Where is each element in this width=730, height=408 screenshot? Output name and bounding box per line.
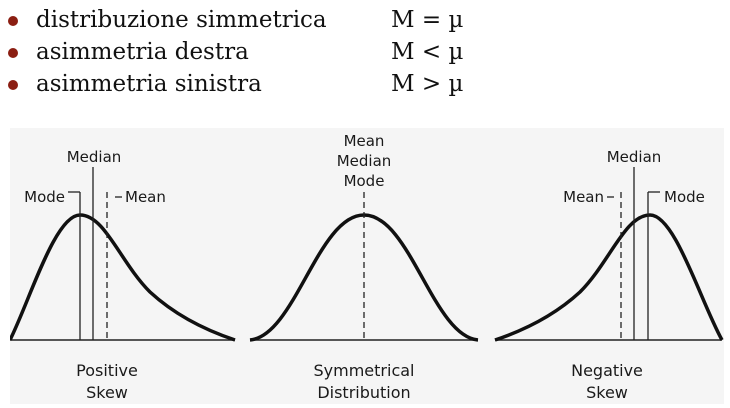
bullet-text: asimmetria destra [36, 39, 249, 65]
symmetric-median-label: Median [337, 152, 392, 170]
negative-mean-label: Mean [563, 188, 604, 206]
negative-mode-label: Mode [664, 188, 705, 206]
bullet-dot-icon [8, 16, 18, 26]
skew-figure: Median Mode Mean Positive Skew Mean Medi… [8, 128, 724, 404]
positive-median-label: Median [67, 148, 122, 166]
bullet-dot-icon [8, 80, 18, 90]
negative-skew-panel: Median Mean Mode Negative Skew [494, 148, 724, 402]
positive-caption-line2: Skew [86, 383, 128, 402]
bullet-dot-icon [8, 48, 18, 58]
positive-mean-label: Mean [125, 188, 166, 206]
negative-skew-curve [494, 213, 724, 342]
symmetric-caption-line1: Symmetrical [314, 361, 415, 380]
skew-figure-svg: Median Mode Mean Positive Skew Mean Medi… [8, 132, 724, 402]
positive-skew-panel: Median Mode Mean Positive Skew [8, 148, 236, 402]
negative-caption-line1: Negative [571, 361, 643, 380]
bullet-formula: M > µ [391, 71, 464, 97]
positive-mode-label: Mode [24, 188, 65, 206]
bullet-text: asimmetria sinistra [36, 71, 262, 97]
symmetric-mean-label: Mean [344, 132, 385, 150]
bullet-formula: M = µ [391, 7, 464, 33]
positive-caption-line1: Positive [76, 361, 138, 380]
bullet-formula: M < µ [391, 39, 464, 65]
symmetric-panel: Mean Median Mode Symmetrical Distributio… [249, 132, 479, 402]
symmetric-caption-line2: Distribution [317, 383, 410, 402]
negative-caption-line2: Skew [586, 383, 628, 402]
negative-median-label: Median [607, 148, 662, 166]
bullet-text: distribuzione simmetrica [36, 7, 327, 33]
symmetric-mode-label: Mode [344, 172, 385, 190]
positive-skew-curve [8, 213, 236, 342]
